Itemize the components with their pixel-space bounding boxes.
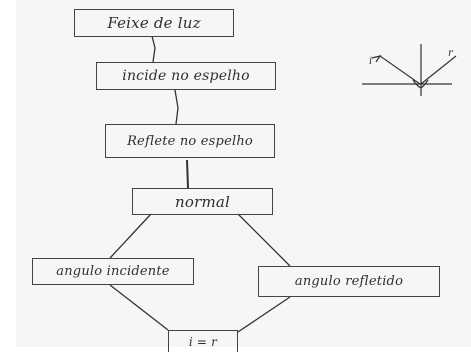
node-feixe-de-luz: Feixe de luz (74, 9, 234, 37)
connector-normal-incidente (109, 213, 152, 259)
reflection-sketch (362, 44, 457, 96)
node-bottom-conclusion: i = r (168, 330, 238, 352)
node-reflete-no-espelho: Reflete no espelho (105, 124, 275, 158)
node-incide-no-espelho: incide no espelho (96, 62, 276, 90)
connector-incidente-bottom (109, 284, 169, 331)
incident-ray (379, 55, 421, 85)
connector-reflete-normal (186, 159, 189, 189)
reflected-ray (420, 55, 457, 85)
angle-arc (412, 79, 429, 89)
connector-incide-reflete (174, 89, 179, 125)
sketch-label-i: i (369, 56, 372, 67)
connector-feixe-incide (151, 35, 156, 63)
node-angulo-incidente: angulo incidente (32, 258, 194, 285)
connector-refletido-bottom (237, 296, 291, 333)
sketch-label-r: r (448, 48, 454, 59)
node-angulo-refletido: angulo refletido (258, 266, 440, 297)
node-normal: normal (132, 188, 273, 215)
connector-normal-refletido (237, 213, 291, 267)
arrow-head (371, 55, 382, 63)
page-margin (0, 0, 16, 347)
